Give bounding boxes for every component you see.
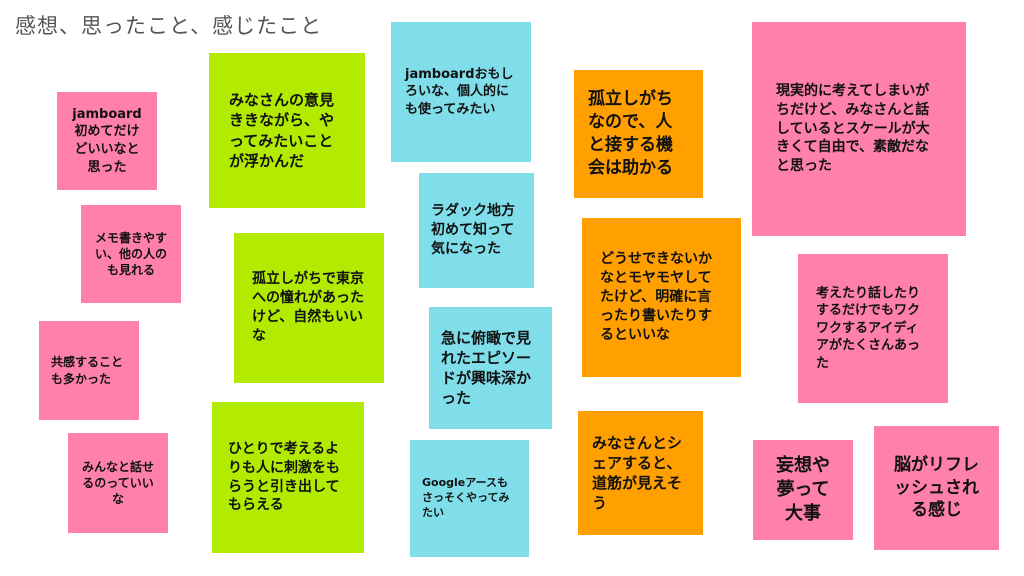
sticky-note[interactable]: 妄想や夢って大事 — [753, 440, 853, 540]
sticky-note[interactable]: 急に俯瞰で見れたエピソードが興味深かった — [429, 307, 552, 429]
board-title: 感想、思ったこと、感じたこと — [15, 14, 323, 38]
sticky-note-text: 孤立しがちで東京への憧れがあったけど、自然もいいな — [252, 271, 364, 344]
sticky-note[interactable]: 現実的に考えてしまいがちだけど、みなさんと話しているとスケールが大きくて自由で、… — [752, 22, 966, 236]
sticky-note[interactable]: 考えたり話したりするだけでもワクワクするアイディアがたくさんあった — [798, 254, 948, 403]
sticky-note-text: 孤立しがちなので、人と接する機会は助かる — [588, 89, 673, 178]
sticky-note[interactable]: みんなと話せるのっていいな — [68, 433, 168, 533]
sticky-note-text: みなさんの意見ききながら、やってみたいことが浮かんだ — [229, 91, 335, 170]
sticky-note[interactable]: ひとりで考えるよりも人に刺激をもらうと引き出してもらえる — [212, 402, 364, 553]
sticky-note-text: どうせできないかなとモヤモヤしてたけど、明確に言ったり書いたりするといいな — [600, 251, 712, 343]
sticky-note-text: 考えたり話したりするだけでもワクワクするアイディアがたくさんあった — [816, 285, 921, 371]
sticky-note-text: Googleアースもさっそくやってみたい — [422, 476, 510, 519]
sticky-note[interactable]: 共感することも多かった — [39, 321, 139, 420]
sticky-note-text: メモ書きやすい、他の人のも見れる — [94, 230, 167, 278]
sticky-note[interactable]: みなさんとシェアすると、道筋が見えそう — [578, 411, 703, 535]
sticky-note[interactable]: jamboard初めてだけどいいなと思った — [57, 92, 157, 190]
sticky-note-text: jamboard初めてだけどいいなと思った — [72, 106, 142, 175]
sticky-note-text: 共感することも多かった — [51, 355, 124, 386]
sticky-note-text: みなさんとシェアすると、道筋が見えそう — [592, 433, 683, 513]
sticky-note-text: jamboardおもしろいな、個人的にも使ってみたい — [405, 66, 514, 117]
sticky-note[interactable]: 脳がリフレッシュされる感じ — [874, 426, 999, 550]
sticky-note[interactable]: みなさんの意見ききながら、やってみたいことが浮かんだ — [209, 53, 365, 208]
sticky-note-text: みんなと話せるのっていいな — [81, 459, 154, 507]
sticky-note[interactable]: 孤立しがちなので、人と接する機会は助かる — [574, 70, 703, 198]
sticky-note-text: 妄想や夢って大事 — [776, 454, 830, 525]
sticky-note-text: ひとりで考えるよりも人に刺激をもらうと引き出してもらえる — [228, 440, 340, 514]
sticky-note[interactable]: Googleアースもさっそくやってみたい — [410, 440, 529, 557]
sticky-note[interactable]: 孤立しがちで東京への憧れがあったけど、自然もいいな — [234, 233, 384, 383]
sticky-note[interactable]: jamboardおもしろいな、個人的にも使ってみたい — [391, 22, 531, 162]
sticky-note-text: ラダック地方初めて知って気になった — [431, 203, 515, 257]
sticky-note-text: 脳がリフレッシュされる感じ — [894, 454, 979, 521]
sticky-note[interactable]: メモ書きやすい、他の人のも見れる — [81, 205, 181, 303]
sticky-note[interactable]: どうせできないかなとモヤモヤしてたけど、明確に言ったり書いたりするといいな — [582, 218, 741, 377]
sticky-note-text: 現実的に考えてしまいがちだけど、みなさんと話しているとスケールが大きくて自由で、… — [776, 82, 930, 175]
sticky-note[interactable]: ラダック地方初めて知って気になった — [419, 173, 534, 288]
sticky-note-text: 急に俯瞰で見れたエピソードが興味深かった — [441, 328, 532, 408]
